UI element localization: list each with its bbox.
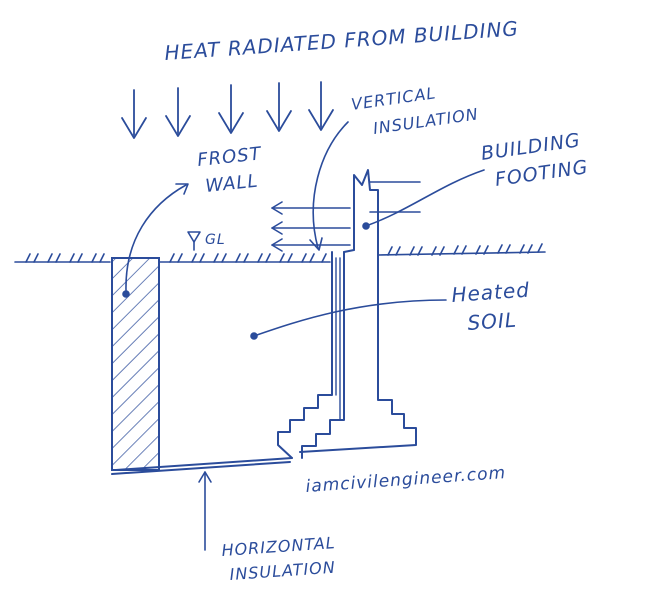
frost-wall-dot — [122, 290, 130, 298]
heat-label: HEAT RADIATED FROM BUILDING — [164, 16, 520, 65]
frost-wall-leader — [125, 184, 187, 291]
watermark: iamcivilengineer.com — [305, 463, 507, 497]
trench-outline — [111, 457, 293, 475]
heat-arrow — [266, 82, 292, 132]
heated-soil-dot — [250, 332, 258, 340]
vertical-insulation-label-1: VERTICAL — [350, 83, 438, 114]
frost-wall-label-1: FROST — [196, 143, 263, 171]
vertical-insulation-leader-arrow — [309, 237, 323, 251]
building-footing-dot — [362, 222, 370, 230]
ground-level-label: GL — [205, 232, 226, 248]
frost-wall-leader-arrow — [175, 183, 189, 195]
heat-arrow — [121, 89, 147, 139]
heated-soil-label-1: Heated — [451, 278, 531, 307]
wall-arrows — [271, 181, 421, 252]
heat-arrows — [121, 81, 334, 139]
heat-arrow — [165, 87, 191, 137]
heated-soil-label-2: SOIL — [467, 308, 518, 335]
vertical-insulation-leader — [312, 121, 349, 249]
heated-soil-leader — [253, 299, 447, 337]
frost-wall-label-2: WALL — [204, 171, 259, 197]
heat-arrow — [308, 81, 334, 131]
vertical-insulation — [335, 257, 341, 421]
building-footing-leader — [365, 169, 485, 227]
frost-wall — [111, 257, 160, 471]
ground-line — [14, 243, 546, 263]
heat-arrow — [218, 84, 244, 134]
ground-level-marker — [187, 231, 201, 251]
vertical-insulation-label-2: INSULATION — [372, 104, 480, 138]
horizontal-insulation-label-2: INSULATION — [229, 558, 336, 584]
leader-lines — [122, 121, 485, 551]
building-footing — [277, 169, 417, 459]
horizontal-insulation-leader-arrow — [198, 471, 212, 483]
horizontal-insulation-label-1: HORIZONTAL — [221, 533, 336, 560]
